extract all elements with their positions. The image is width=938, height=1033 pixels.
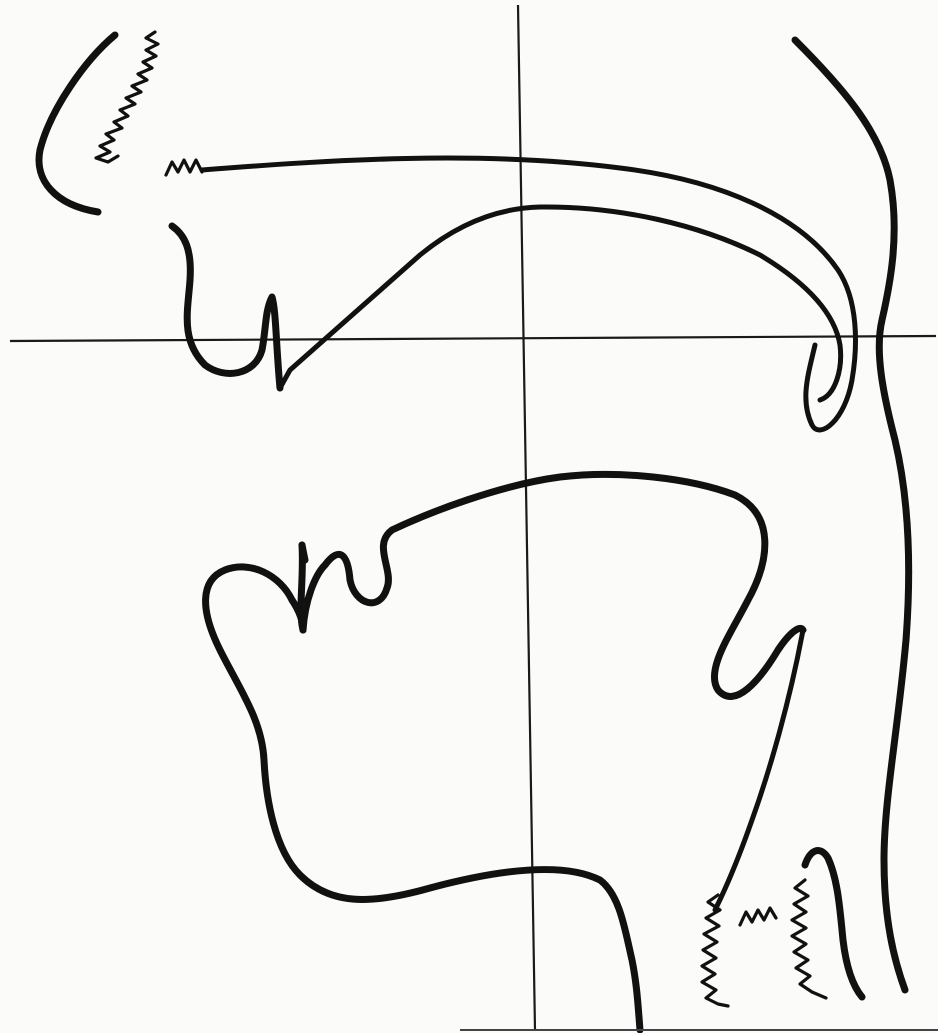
tongue-outline [301,474,803,696]
upper-lip-outline [172,226,280,388]
vocal-fold-right [792,880,826,998]
lower-jaw-outline [206,545,640,1030]
nasal-hair-right [166,160,202,175]
nostril-hair-left [96,32,158,162]
glottis-mark [740,908,776,925]
pharynx-back-wall [795,40,909,990]
nasal-cavity-floor [202,158,855,430]
horizontal-reference-line [10,336,936,341]
vocal-fold-left [702,895,728,1006]
nose-outline [39,35,115,212]
larynx-outline [805,851,862,997]
palate-velum-outline [280,207,841,400]
